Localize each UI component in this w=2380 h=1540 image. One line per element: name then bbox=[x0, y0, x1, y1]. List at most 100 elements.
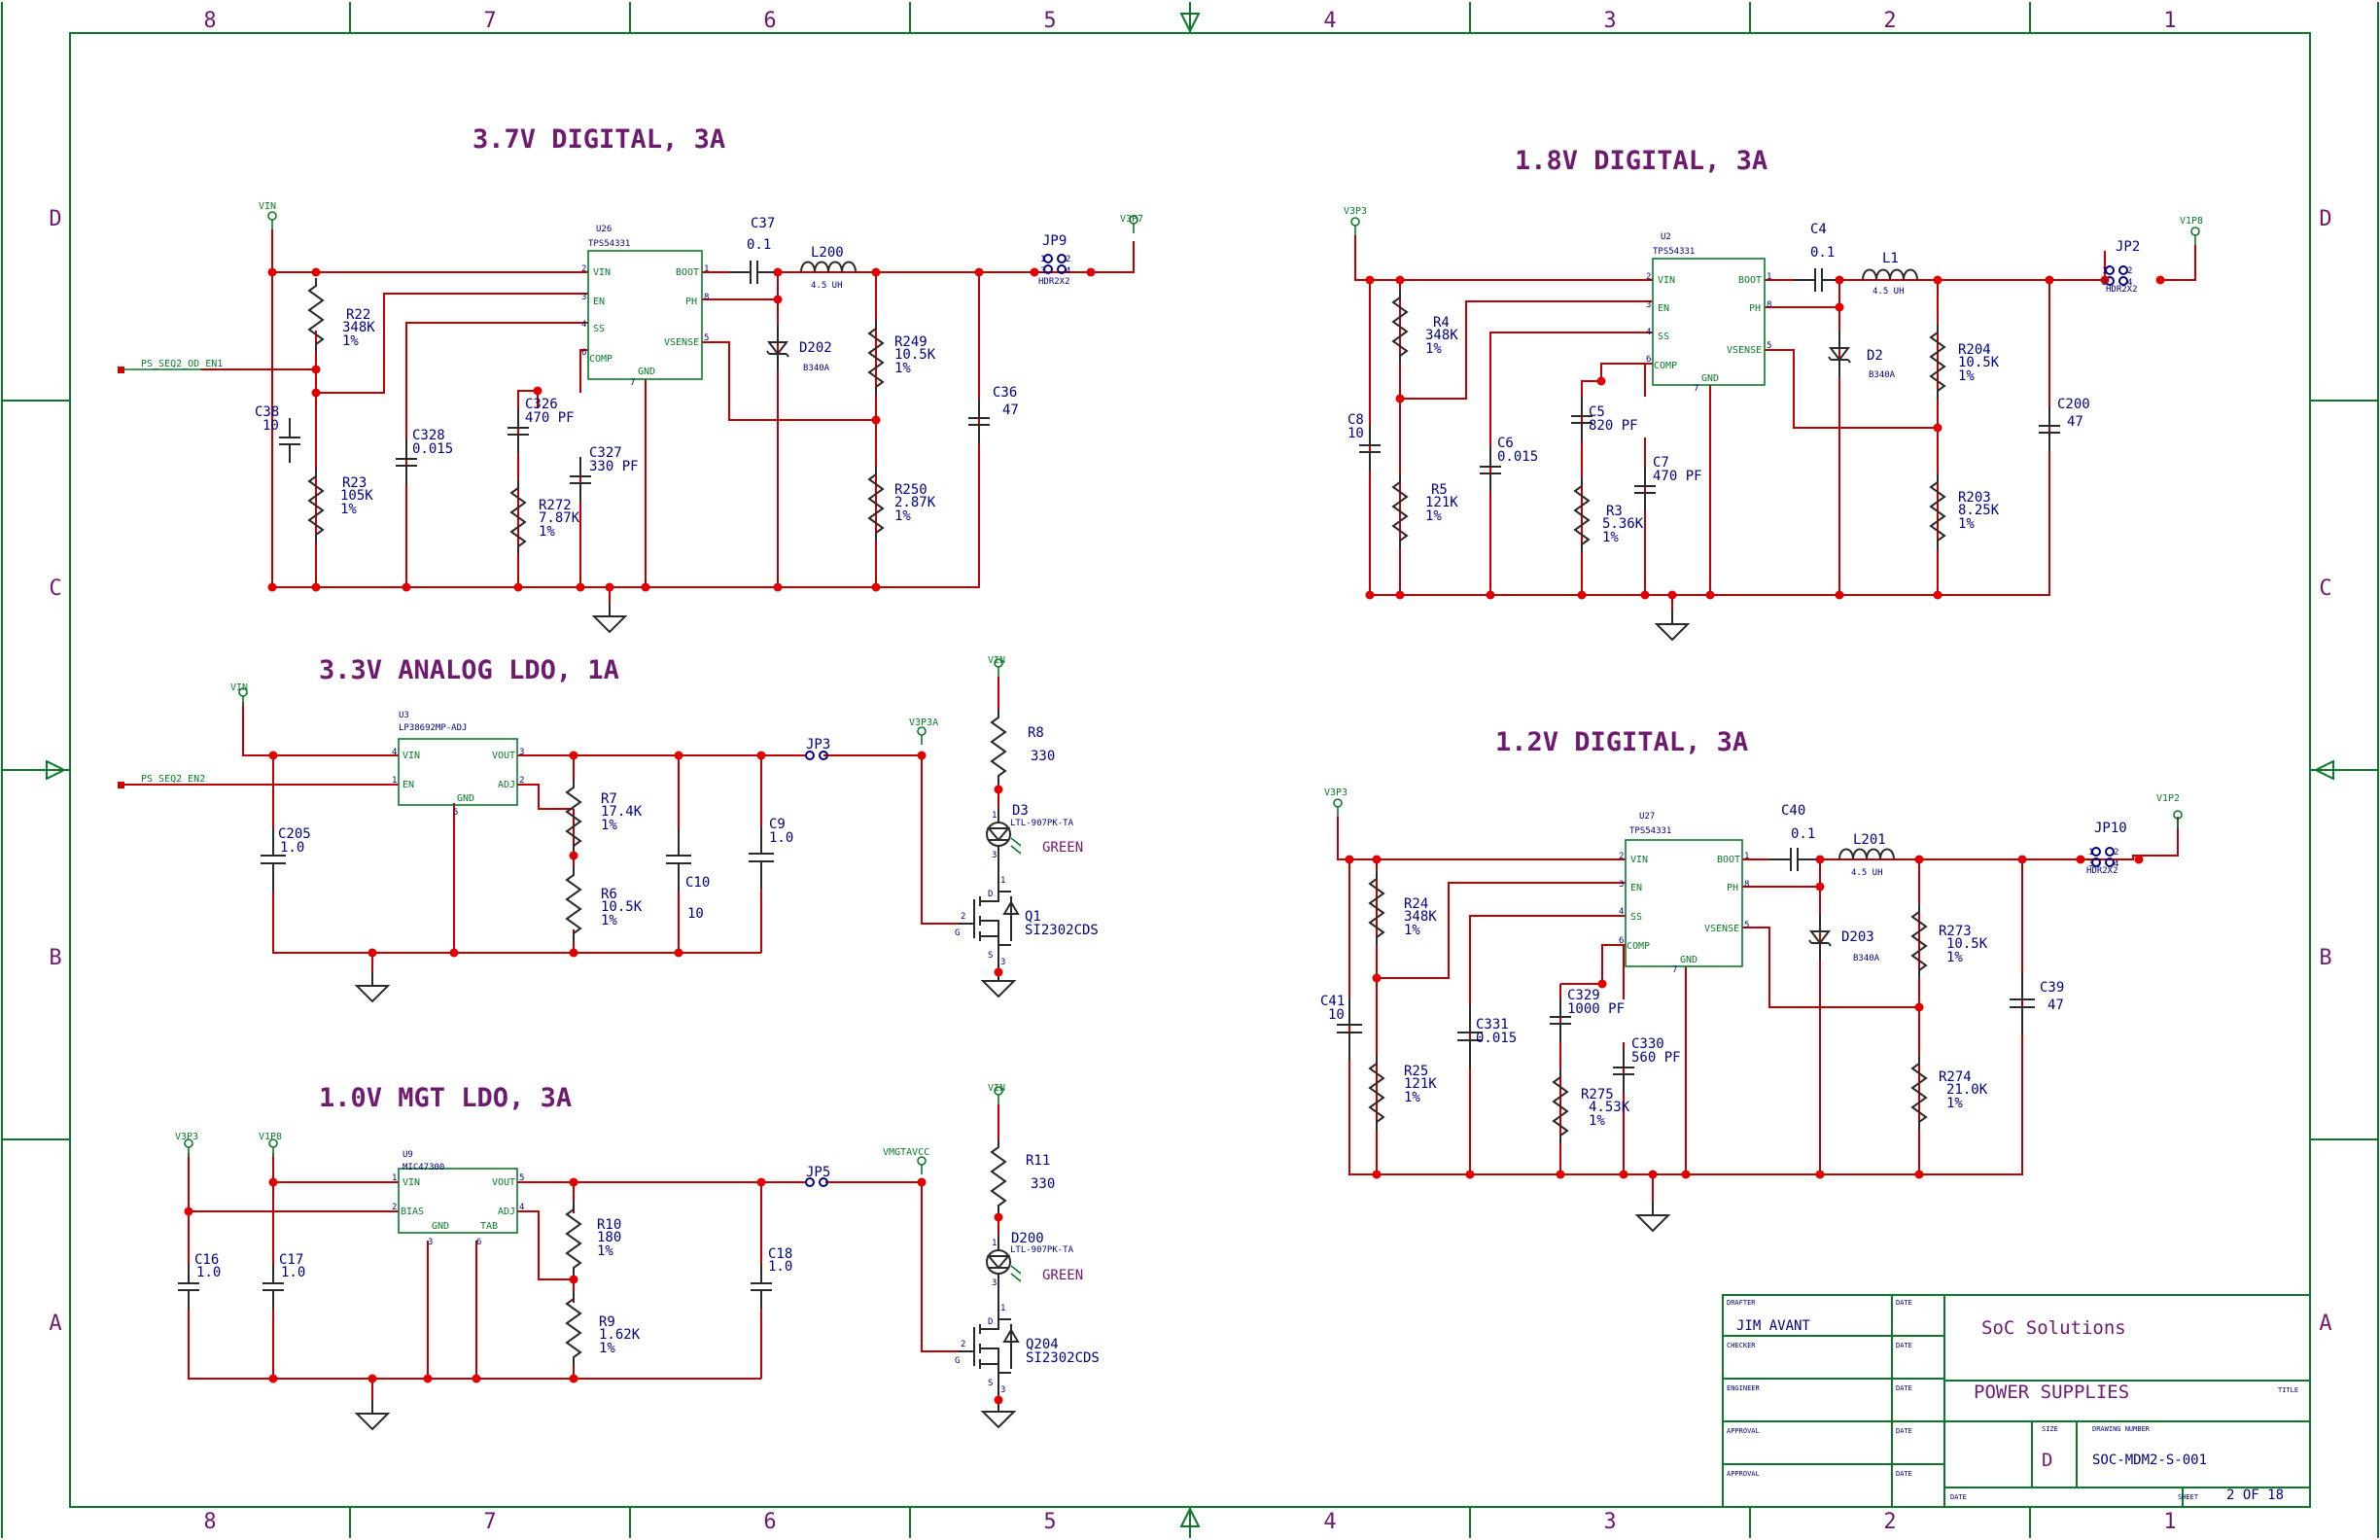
ref-d3: D3 bbox=[1012, 803, 1029, 819]
val-l200: 4.5 UH bbox=[811, 281, 843, 291]
tb-checker-label: CHECKER bbox=[1727, 1342, 1756, 1349]
ic-u3 bbox=[398, 738, 518, 806]
ic-ref: U27 bbox=[1639, 812, 1655, 822]
val-c7: 470 PF bbox=[1653, 469, 1702, 484]
val-c328: 0.015 bbox=[412, 441, 453, 457]
ref-r204: R204 bbox=[1958, 342, 1991, 358]
pin-number: 2 bbox=[392, 1203, 397, 1212]
ref-c38: C38 bbox=[255, 404, 279, 420]
inductor-l200 bbox=[800, 261, 857, 273]
ref-c326: C326 bbox=[525, 397, 558, 412]
pin-number: 1 bbox=[992, 1239, 997, 1248]
net-label-vin: VIN bbox=[230, 682, 248, 693]
ref-q1: Q1 bbox=[1025, 909, 1041, 925]
tol-r9: 1% bbox=[599, 1341, 615, 1356]
val-r5: 121K bbox=[1425, 495, 1458, 510]
pin-number: 3 bbox=[1000, 1385, 1005, 1395]
pin-number: 1 bbox=[1000, 1304, 1005, 1313]
ref-d203: D203 bbox=[1841, 929, 1874, 945]
val-l1: 4.5 UH bbox=[1872, 287, 1905, 297]
pin-number: 3 bbox=[992, 851, 997, 860]
tb-approval-label: APPROVAL bbox=[1727, 1470, 1760, 1478]
ic-u27 bbox=[1625, 839, 1743, 967]
pin-label: S bbox=[988, 951, 993, 961]
pin-number: 3 bbox=[2102, 278, 2107, 288]
pin-label: BOOT bbox=[1738, 275, 1762, 286]
power-flag-icon bbox=[267, 211, 277, 230]
val-r24: 348K bbox=[1404, 909, 1437, 925]
pin-number: 5 bbox=[1767, 341, 1771, 351]
capacitor-c40 bbox=[1768, 847, 1819, 872]
ref-c4: C4 bbox=[1810, 222, 1827, 237]
ref-c327: C327 bbox=[589, 445, 622, 461]
power-flag-icon bbox=[2173, 810, 2183, 829]
val-r273: 10.5K bbox=[1946, 936, 1988, 952]
tb-size-label: SIZE bbox=[2042, 1425, 2058, 1433]
part-jp2: HDR2X2 bbox=[2106, 285, 2138, 295]
ref-c9: C9 bbox=[769, 817, 786, 832]
jumper-jp2[interactable] bbox=[2105, 265, 2128, 286]
pin-number: 1 bbox=[1767, 272, 1771, 282]
part-jp10: HDR2X2 bbox=[2086, 866, 2118, 876]
pin-number: 2 bbox=[961, 1340, 965, 1349]
ref-r24: R24 bbox=[1404, 896, 1428, 912]
row-label: B bbox=[49, 946, 61, 970]
part-d200: LTL-907PK-TA bbox=[1010, 1245, 1074, 1255]
net-label-v1p2: V1P2 bbox=[2156, 793, 2180, 804]
pin-label: GND bbox=[457, 793, 474, 804]
tb-date-label: DATE bbox=[1896, 1342, 1912, 1349]
ic-ref: U2 bbox=[1661, 232, 1671, 242]
val-r4: 348K bbox=[1425, 328, 1458, 343]
part-d202: B340A bbox=[803, 364, 830, 373]
val-r22: 348K bbox=[342, 320, 375, 335]
ref-q204: Q204 bbox=[1026, 1337, 1059, 1352]
ref-r25: R25 bbox=[1404, 1064, 1428, 1079]
pin-number: 4 bbox=[1066, 266, 1070, 276]
row-label: A bbox=[49, 1312, 61, 1336]
net-label-vin: VIN bbox=[988, 1083, 1005, 1094]
pin-number: 3 bbox=[581, 293, 586, 302]
pin-label: SS bbox=[1658, 332, 1669, 342]
part-d2: B340A bbox=[1869, 370, 1896, 380]
jumper-jp9[interactable] bbox=[1043, 254, 1067, 274]
tol-r250: 1% bbox=[894, 508, 911, 524]
net-label-v1p8: V1P8 bbox=[259, 1132, 282, 1142]
ref-c41: C41 bbox=[1320, 994, 1345, 1009]
pin-number: 4 bbox=[2127, 278, 2132, 288]
ref-r11: R11 bbox=[1026, 1153, 1050, 1169]
pin-number: 4 bbox=[392, 748, 397, 757]
ref-c40: C40 bbox=[1781, 803, 1805, 819]
circuit-1v2-digital: V3P3 V1P2 U27 TPS54331 VIN EN SS COMP GN… bbox=[1320, 788, 2183, 1232]
tol-r7: 1% bbox=[601, 818, 617, 833]
jumper-jp10[interactable] bbox=[2091, 847, 2115, 867]
ref-c36: C36 bbox=[993, 385, 1017, 401]
pin-number: 3 bbox=[992, 1278, 997, 1288]
pin-label: GND bbox=[1680, 955, 1698, 965]
part-d203: B340A bbox=[1853, 954, 1880, 963]
val-c18: 1.0 bbox=[768, 1259, 792, 1275]
pin-number: 8 bbox=[704, 293, 709, 302]
ref-r250: R250 bbox=[894, 482, 928, 498]
net-label-v1p8: V1P8 bbox=[2180, 216, 2203, 227]
offsheet-flag bbox=[118, 782, 124, 788]
pin-label: VSENSE bbox=[1727, 345, 1762, 356]
pin-label: VIN bbox=[1658, 275, 1675, 286]
pin-label: BOOT bbox=[676, 267, 699, 278]
net-label-v3p3: V3P3 bbox=[1344, 206, 1367, 217]
tol-r3: 1% bbox=[1602, 530, 1619, 545]
col-label: 2 bbox=[1883, 9, 1896, 33]
tol-r23: 1% bbox=[340, 502, 357, 517]
val-c326: 470 PF bbox=[525, 410, 575, 426]
pin-number: 2 bbox=[961, 912, 965, 922]
val-r249: 10.5K bbox=[894, 347, 936, 363]
pin-number: 1 bbox=[2088, 848, 2093, 858]
pin-number: 6 bbox=[581, 348, 586, 358]
val-c6: 0.015 bbox=[1497, 449, 1538, 465]
pin-label: VIN bbox=[402, 751, 420, 761]
tb-title-label: TITLE bbox=[2278, 1386, 2298, 1394]
tb-date-label: DATE bbox=[1896, 1384, 1912, 1392]
pin-number: 8 bbox=[1744, 880, 1749, 890]
pin-number: 1 bbox=[392, 1173, 397, 1183]
tol-r273: 1% bbox=[1946, 950, 1963, 965]
